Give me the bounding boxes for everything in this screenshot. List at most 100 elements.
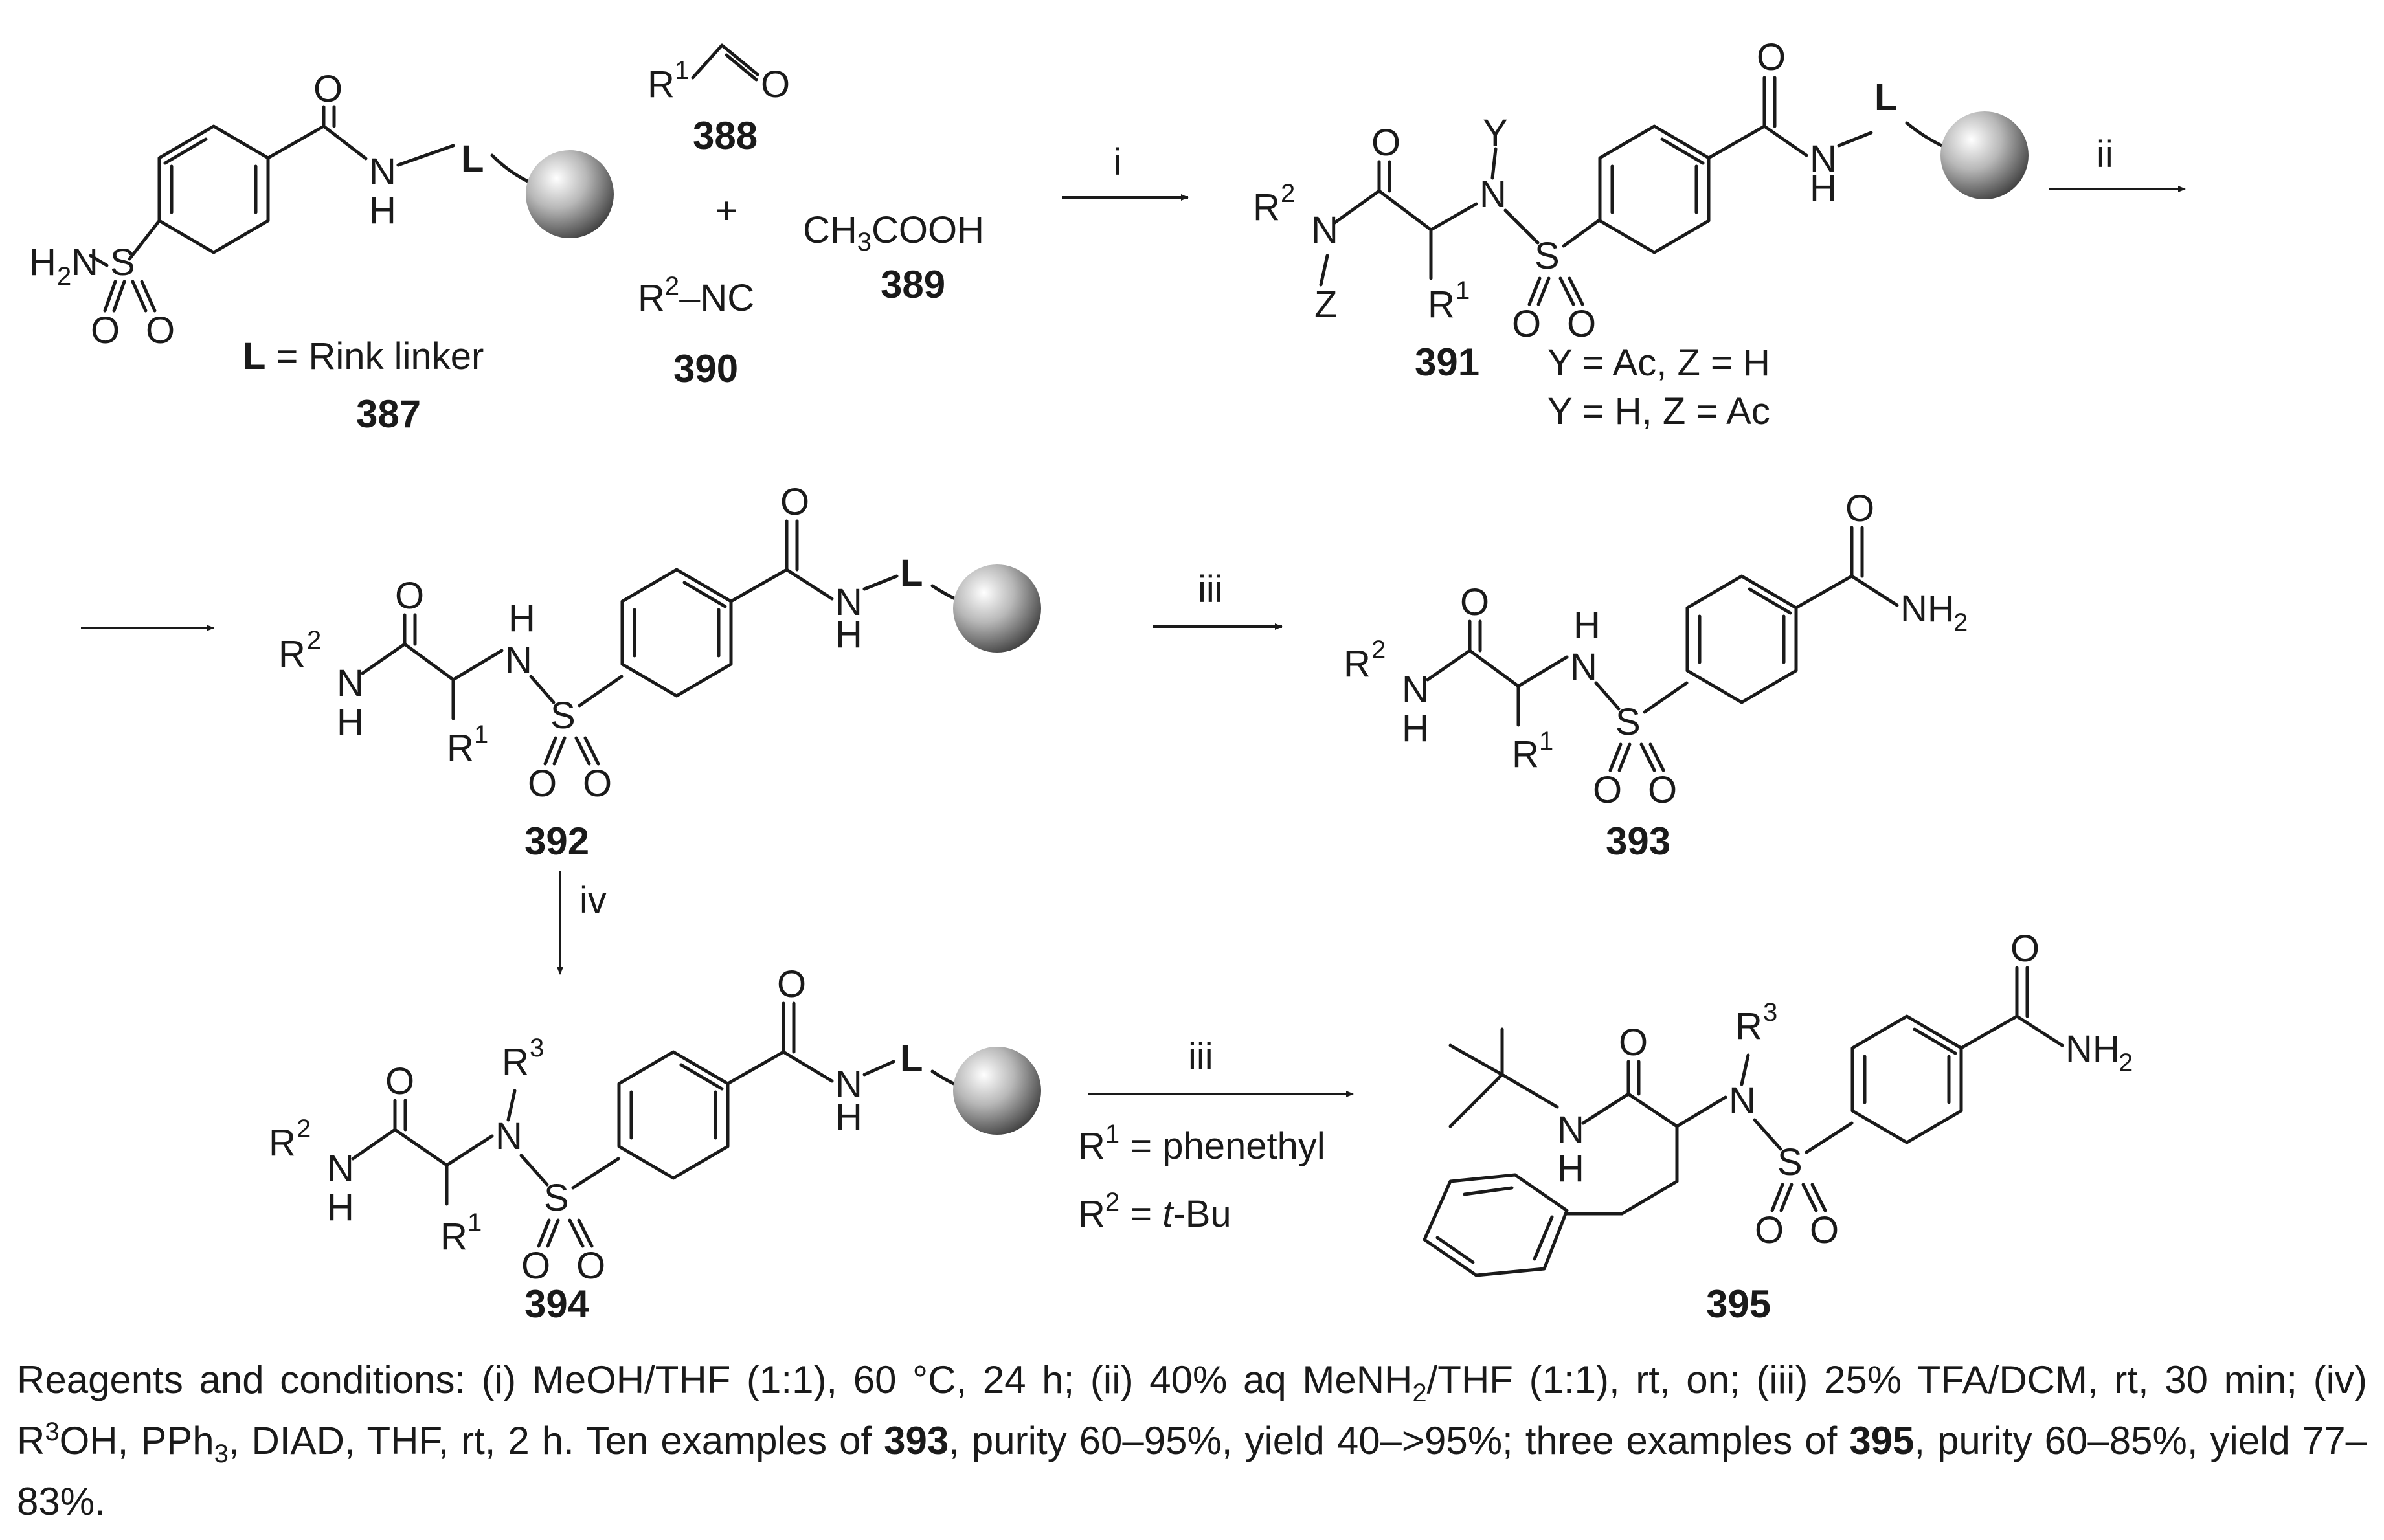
svg-text:N: N [327,1148,354,1190]
svg-text:L: L [900,552,923,594]
svg-text:S: S [1535,235,1560,277]
svg-text:1: 1 [1456,276,1470,305]
svg-text:N: N [1810,138,1837,180]
svg-text:L: L [461,138,484,180]
svg-text:O: O [1810,1209,1839,1251]
svg-text:1: 1 [474,720,488,749]
svg-text:L: L [1874,76,1897,118]
svg-text:N: N [1570,646,1597,688]
compound-label-391: 391 [1415,340,1479,384]
reaction-scheme: O N H L S H 2 N O O L = Rink linker 387 … [29,36,2186,1326]
svg-text:R: R [1428,284,1455,326]
svg-text:H: H [29,241,56,284]
svg-text:O: O [521,1245,550,1287]
svg-text:R: R [278,633,306,675]
svg-text:H: H [835,614,862,656]
svg-text:H: H [369,190,396,232]
compound-label-395: 395 [1706,1282,1771,1326]
svg-text:O: O [1567,303,1596,345]
svg-text:O: O [146,309,175,352]
svg-text:L: L [900,1038,923,1080]
compound-label-393: 393 [1606,820,1670,863]
step-label-iii-bottom: iii [1188,1036,1213,1078]
compound-label-388: 388 [693,114,758,157]
svg-text:2: 2 [307,626,321,654]
svg-text:1: 1 [467,1209,482,1237]
caption-sub1: 2 [1412,1379,1427,1407]
svg-text:S: S [1777,1141,1803,1183]
compound-394-structure: R 2 N H O R 1 N R 3 S O O O N H [269,963,1041,1287]
plus-sign: + [715,190,737,232]
svg-text:R: R [440,1216,467,1258]
svg-text:H: H [327,1187,354,1229]
svg-text:O: O [528,763,557,805]
svg-text:2: 2 [1953,608,1968,637]
svg-text:O: O [91,309,120,352]
svg-text:Z: Z [1314,284,1337,326]
svg-text:H: H [835,1096,862,1138]
condition-r2: R2 = t-Bu [1078,1188,1231,1235]
step-label-ii: ii [2097,133,2113,175]
svg-text:NH: NH [2065,1028,2120,1070]
svg-text:R: R [647,63,675,106]
compound-label-392: 392 [524,820,589,863]
svg-text:R: R [269,1122,296,1164]
svg-text:2: 2 [2119,1049,2133,1077]
caption-compound-395: 395 [1849,1419,1915,1462]
svg-text:O: O [313,68,343,110]
svg-text:O: O [1648,769,1677,811]
compound-388-structure: R 1 O [647,43,790,106]
caption-sub2: 3 [214,1440,229,1468]
step-label-i: i [1114,141,1122,183]
svg-text:N: N [505,640,532,682]
svg-text:N: N [71,241,98,284]
svg-text:O: O [583,763,612,805]
svg-text:N: N [495,1115,523,1157]
svg-text:O: O [1755,1209,1784,1251]
svg-text:N: N [835,1064,862,1106]
svg-text:S: S [1615,701,1641,743]
svg-text:N: N [1402,669,1429,711]
resin-bead-icon [1940,111,2029,199]
resin-bead-icon [953,1047,1041,1135]
svg-text:S: S [544,1177,569,1219]
acetic-acid-formula: CH3COOH [803,209,984,256]
caption-part6: , purity 60–85%, yield 77–83%. [17,1419,2367,1523]
substituent-y-h: Y = H, Z = Ac [1547,390,1770,432]
compound-393-structure: R 2 N H O R 1 N H S O O O NH 2 [1344,487,1968,811]
substituent-y-ac: Y = Ac, Z = H [1547,342,1770,384]
svg-text:3: 3 [530,1034,544,1062]
svg-text:N: N [369,151,396,193]
svg-text:2: 2 [1371,636,1386,664]
svg-text:O: O [576,1245,605,1287]
svg-text:R: R [502,1041,529,1083]
svg-text:3: 3 [1763,998,1777,1027]
linker-def-text: = Rink linker [265,335,484,377]
svg-text:S: S [550,695,576,737]
resin-bead-icon [526,150,614,238]
caption-part3: OH, PPh [59,1419,214,1462]
svg-text:O: O [761,63,790,106]
svg-text:1: 1 [1539,727,1553,755]
svg-text:N: N [1729,1080,1756,1122]
svg-text:1: 1 [675,56,689,85]
compound-391-structure: R 2 N Z O R 1 N Y S O O O N [1253,36,2029,345]
svg-text:O: O [780,481,809,523]
caption-part2: /THF (1:1), rt, on; (iii) 25% TFA/DCM, r… [17,1358,2367,1462]
svg-text:L = Rink linker: L = Rink linker [243,335,484,377]
svg-text:R: R [1735,1005,1762,1047]
svg-text:H: H [508,597,535,640]
svg-text:H: H [1557,1148,1584,1190]
svg-text:O: O [1460,581,1489,623]
svg-text:N: N [1557,1109,1584,1151]
svg-text:2: 2 [1281,179,1295,208]
svg-text:N: N [1311,209,1338,251]
svg-text:O: O [1845,487,1874,530]
svg-text:O: O [2010,928,2040,970]
condition-r1: R1 = phenethyl [1078,1120,1325,1167]
svg-text:O: O [1512,303,1541,345]
compound-label-390: 390 [673,347,738,390]
svg-text:H: H [1402,708,1429,750]
isonitrile-formula: R2–NC [638,272,754,319]
svg-text:O: O [1619,1021,1648,1064]
